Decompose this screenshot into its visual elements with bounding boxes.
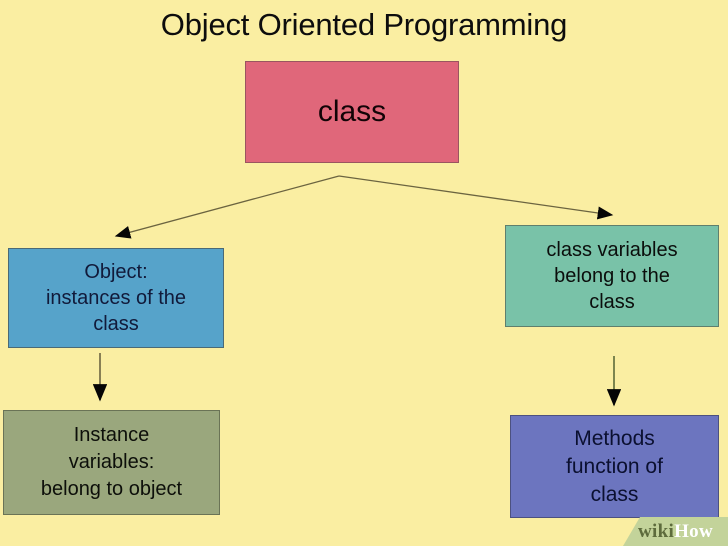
edge-class-to-object <box>114 175 340 239</box>
page-title: Object Oriented Programming <box>160 7 568 42</box>
node-object[interactable]: Object: instances of the class <box>8 248 224 348</box>
node-methods[interactable]: Methods function of class <box>510 415 719 518</box>
node-instance-variables[interactable]: Instance variables: belong to object <box>3 410 220 515</box>
watermark-banner <box>623 517 728 546</box>
edge-class-to-class-variables <box>338 175 614 220</box>
node-class-variables[interactable]: class variables belong to the class <box>505 225 719 327</box>
watermark-how-text: How <box>674 520 713 542</box>
node-class[interactable]: class <box>245 61 459 163</box>
watermark-wiki-text: wiki <box>638 520 675 542</box>
